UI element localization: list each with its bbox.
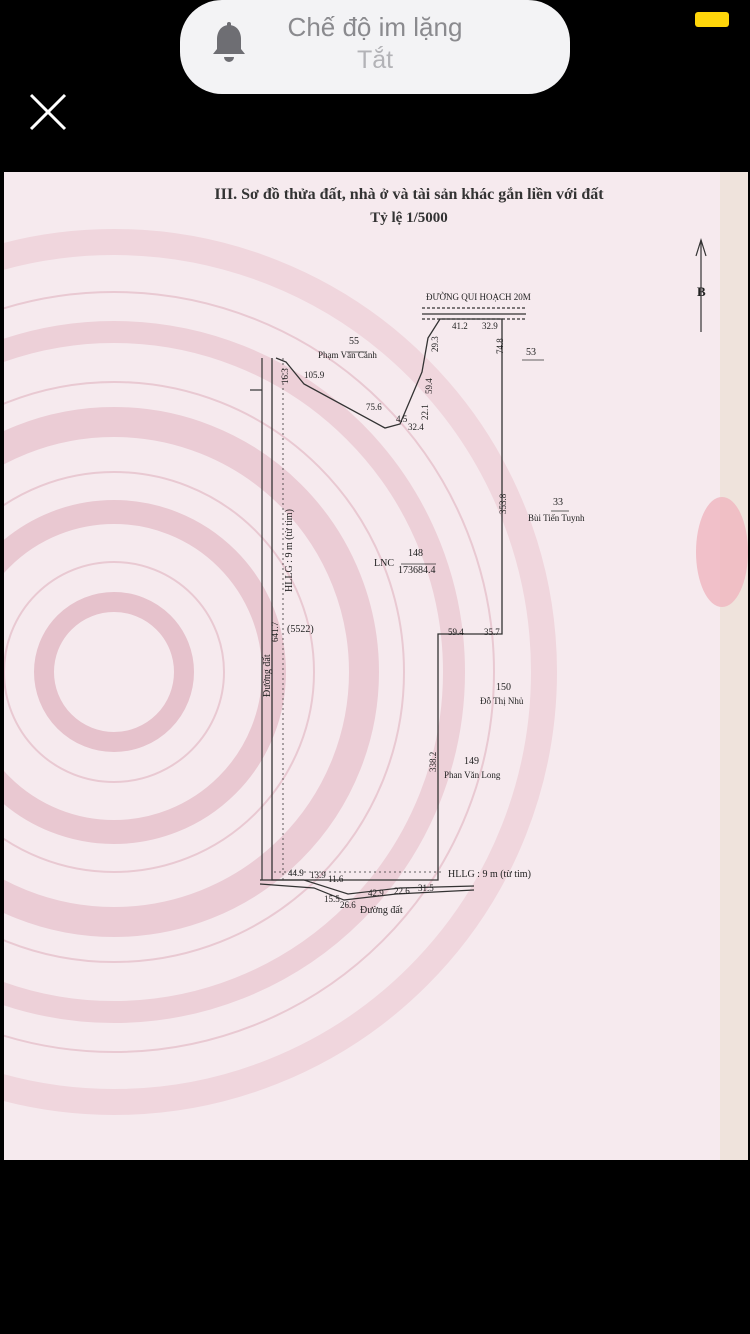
road-left-label: Đường đất xyxy=(262,654,273,697)
bell-icon xyxy=(213,22,245,62)
edge-length: 32.9 xyxy=(482,321,498,331)
parcel-55-number: 55 xyxy=(349,336,359,347)
edge-length: 338.2 xyxy=(428,751,438,772)
close-icon[interactable] xyxy=(28,92,68,132)
battery-indicator xyxy=(695,12,729,27)
parcel-code-5522: (5522) xyxy=(287,624,314,635)
edge-length: 44.9 xyxy=(288,868,304,878)
edge-length: 16.3 xyxy=(280,368,290,384)
certificate-background xyxy=(4,172,748,1160)
parcel-150-number: 150 xyxy=(496,682,511,693)
edge-length: 59.4 xyxy=(424,378,434,394)
parcel-148-type: LNC xyxy=(374,558,394,569)
road-top-label: ĐƯỜNG QUI HOẠCH 20M xyxy=(426,292,531,302)
document-photo: III. Sơ đồ thửa đất, nhà ở và tài sản kh… xyxy=(4,172,748,1160)
parcel-33-owner: Bùi Tiến Tuynh xyxy=(528,513,585,523)
silent-mode-banner: Chế độ im lặng Tắt xyxy=(180,0,570,94)
parcel-53-number: 53 xyxy=(526,347,536,358)
edge-length: 11.6 xyxy=(328,874,344,884)
edge-length: 59.4 xyxy=(448,627,464,637)
hllg-bottom-label: HLLG : 9 m (từ tim) xyxy=(448,869,531,880)
edge-length: 15.5 xyxy=(324,894,340,904)
hllg-left-label: HLLG : 9 m (từ tim) xyxy=(284,509,295,592)
document-title: III. Sơ đồ thửa đất, nhà ở và tài sản kh… xyxy=(214,186,604,203)
parcel-148-number: 148 xyxy=(408,548,423,559)
edge-length: 42.9 xyxy=(368,888,384,898)
parcel-148-area: 173684.4 xyxy=(398,565,436,576)
edge-length: 13.9 xyxy=(310,870,326,880)
edge-length: 29.3 xyxy=(430,336,440,352)
edge-length: 26.6 xyxy=(340,900,356,910)
edge-length: 35.7 xyxy=(484,627,500,637)
edge-length: 4.5 xyxy=(396,414,408,424)
parcel-149-number: 149 xyxy=(464,756,479,767)
edge-length: 22.1 xyxy=(420,404,430,420)
north-label: B xyxy=(697,284,706,299)
parcel-55-owner: Phạm Văn Cánh xyxy=(318,350,377,360)
edge-length: 22.6 xyxy=(394,886,410,896)
banner-title: Chế độ im lặng xyxy=(287,12,463,42)
road-bottom-label: Đường đất xyxy=(360,905,403,916)
edge-length: 32.4 xyxy=(408,422,424,432)
parcel-150-owner: Đỗ Thị Nhủ xyxy=(480,696,524,706)
edge-length: 74.8 xyxy=(495,338,505,354)
parcel-149-owner: Phan Văn Long xyxy=(444,770,501,780)
document-scale: Tỷ lệ 1/5000 xyxy=(370,210,448,226)
edge-length: 105.9 xyxy=(304,370,325,380)
edge-length: 41.2 xyxy=(452,321,468,331)
edge-length: 75.6 xyxy=(366,402,382,412)
edge-length: 353.8 xyxy=(498,493,508,514)
banner-status: Tắt xyxy=(356,46,394,74)
edge-length: 31.5 xyxy=(418,883,434,893)
parcel-33-number: 33 xyxy=(553,497,563,508)
parcel-map xyxy=(250,237,707,901)
edge-length: 641.7 xyxy=(270,621,280,642)
